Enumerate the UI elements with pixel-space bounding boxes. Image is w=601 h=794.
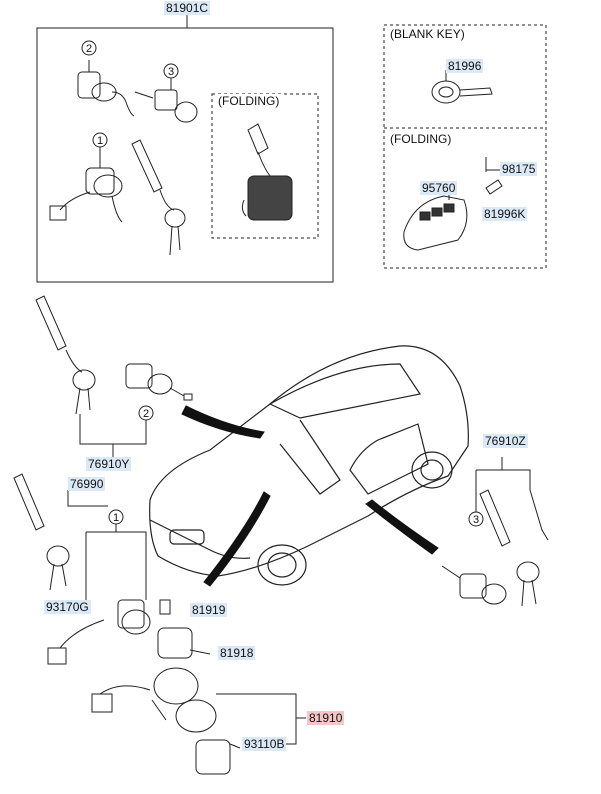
assembly-frame <box>36 27 334 283</box>
label-blank-key-box: (BLANK KEY) <box>388 27 467 41</box>
label-98175[interactable]: 98175 <box>500 162 538 176</box>
label-81996[interactable]: 81996 <box>446 59 484 73</box>
assy-ignition-1-drawing <box>49 146 123 223</box>
callout-2-mid: 2 <box>143 408 149 420</box>
callout-circles <box>81 40 484 527</box>
assy-cylinder-2-drawing <box>77 60 135 117</box>
label-93110b[interactable]: 93110B <box>242 737 287 751</box>
label-81996k[interactable]: 81996K <box>482 207 528 221</box>
ignition-parts-drawing <box>13 473 241 775</box>
folding-remote-drawing <box>403 157 503 251</box>
label-folding-box: (FOLDING) <box>388 132 454 146</box>
label-76990[interactable]: 76990 <box>68 477 106 491</box>
label-81919[interactable]: 81919 <box>190 603 228 617</box>
folding-subframe <box>211 93 319 239</box>
blank-key-drawing <box>431 70 493 104</box>
key-options-frame <box>383 24 547 269</box>
label-95760[interactable]: 95760 <box>420 181 458 195</box>
vehicle-drawing <box>149 345 469 586</box>
assy-folding-key-drawing <box>241 123 293 221</box>
label-93170g[interactable]: 93170G <box>44 600 91 614</box>
bracket-lines <box>67 414 531 745</box>
label-81910[interactable]: 81910 <box>307 711 345 725</box>
label-81918[interactable]: 81918 <box>218 646 256 660</box>
label-folding-inner: (FOLDING) <box>216 94 282 108</box>
assy-key-drawing <box>131 139 186 256</box>
leader-arrows <box>181 405 439 587</box>
callout-3-right: 3 <box>473 514 479 526</box>
callout-2-top: 2 <box>86 43 92 55</box>
door-lock-lh-drawing <box>35 295 193 415</box>
callout-1-top: 1 <box>97 135 103 147</box>
label-81901c[interactable]: 81901C <box>164 1 211 15</box>
assy-cylinder-3-drawing <box>134 78 198 123</box>
callout-1-mid: 1 <box>113 512 119 524</box>
callout-3-top: 3 <box>168 66 174 78</box>
label-76910z[interactable]: 76910Z <box>483 434 528 448</box>
label-76910y[interactable]: 76910Y <box>86 457 132 471</box>
door-lock-rh-drawing <box>441 489 549 607</box>
